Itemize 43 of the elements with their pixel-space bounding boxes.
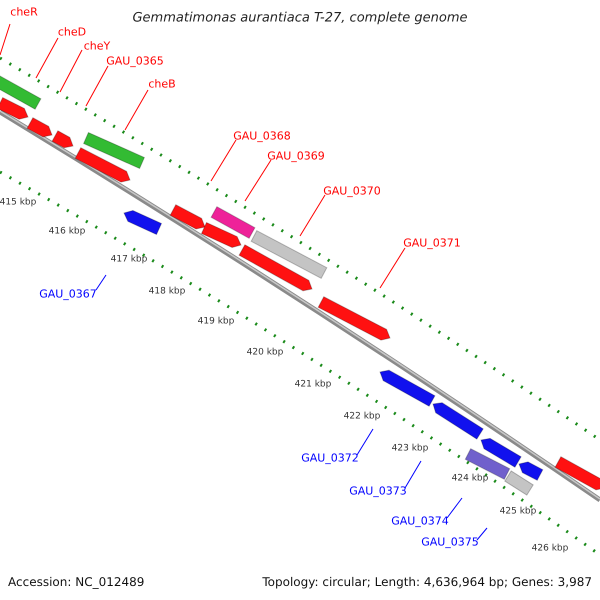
leader-line (210, 140, 236, 182)
scale-label: 416 kbp (48, 228, 86, 236)
genome-info-text: Topology: circular; Length: 4,636,964 bp; Genes: 3,987 (262, 576, 592, 588)
scale-label: 425 kbp (500, 508, 536, 516)
gene-label: GAU_0371 (403, 238, 461, 248)
scale-label: 420 kbp (246, 348, 284, 358)
leader-line (380, 248, 406, 288)
gene-label: GAU_0373 (349, 486, 407, 496)
scale-label: 415 kbp (0, 198, 36, 208)
gene-label: GAU_0374 (391, 516, 449, 526)
leader-line (476, 528, 488, 540)
gene-label: GAU_0369 (267, 150, 325, 162)
scale-label: 419 kbp (198, 318, 234, 326)
gene-label: GAU_0370 (323, 186, 381, 196)
scale-label: 422 kbp (344, 412, 380, 422)
gene-label: cheY (84, 40, 110, 52)
gene-label: GAU_0365 (106, 56, 164, 66)
scale-label: 424 kbp (452, 474, 488, 484)
scale-label: 423 kbp (392, 444, 428, 454)
gene-label: cheD (58, 26, 86, 38)
accession-text: Accession: NC_012489 (8, 576, 144, 588)
title: Gemmatimonas aurantiaca T-27, complete genome (132, 12, 468, 24)
gene-label: cheR (10, 6, 38, 18)
gene-label: GAU_0367 (39, 288, 97, 300)
scale-label: 421 kbp (294, 380, 332, 390)
leader-line (60, 50, 82, 92)
scale-label: 426 kbp (532, 544, 568, 554)
leader-line (300, 194, 326, 236)
leader-line (404, 460, 422, 488)
gene-label: GAU_0372 (301, 452, 359, 464)
leader-line (96, 274, 106, 290)
scale-label: 418 kbp (148, 288, 186, 296)
gene-label: GAU_0375 (421, 536, 479, 548)
gene-label: cheB (148, 78, 176, 90)
leader-line (36, 38, 58, 78)
leader-line (86, 66, 108, 106)
leader-line (124, 90, 148, 130)
scale-label: 417 kbp (110, 256, 148, 264)
leader-line (446, 498, 462, 518)
leader-line (244, 160, 272, 202)
gene-label: GAU_0368 (233, 130, 291, 142)
leader-line (0, 24, 10, 56)
leader-line (356, 428, 374, 456)
